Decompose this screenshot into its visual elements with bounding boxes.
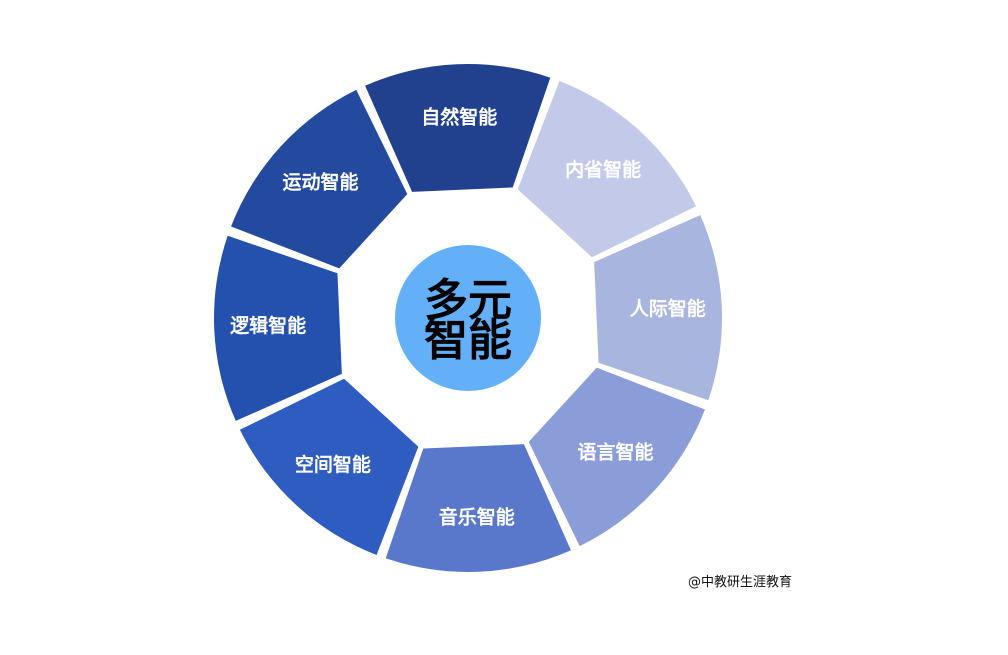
center-title-line2: 智能 xyxy=(424,315,512,366)
segment-label: 内省智能 xyxy=(565,158,641,181)
segment-label: 运动智能 xyxy=(283,170,359,193)
center-title-line1: 多元 xyxy=(424,275,512,326)
segment-4 xyxy=(385,444,571,572)
credit-watermark: @中教研生涯教育 xyxy=(688,575,793,590)
segment-1 xyxy=(517,81,697,258)
segment-3 xyxy=(528,367,705,547)
segment-6 xyxy=(214,235,342,421)
segment-label: 空间智能 xyxy=(295,453,371,476)
center-circle xyxy=(395,245,541,391)
segment-0 xyxy=(365,64,551,192)
segment-5 xyxy=(239,378,419,555)
segment-2 xyxy=(594,215,722,401)
segment-7 xyxy=(231,89,408,269)
segment-label: 人际智能 xyxy=(630,297,706,320)
segment-label: 逻辑智能 xyxy=(230,314,306,337)
segment-label: 音乐智能 xyxy=(439,505,515,528)
segment-label: 语言智能 xyxy=(577,441,653,464)
segment-label: 自然智能 xyxy=(421,106,497,129)
